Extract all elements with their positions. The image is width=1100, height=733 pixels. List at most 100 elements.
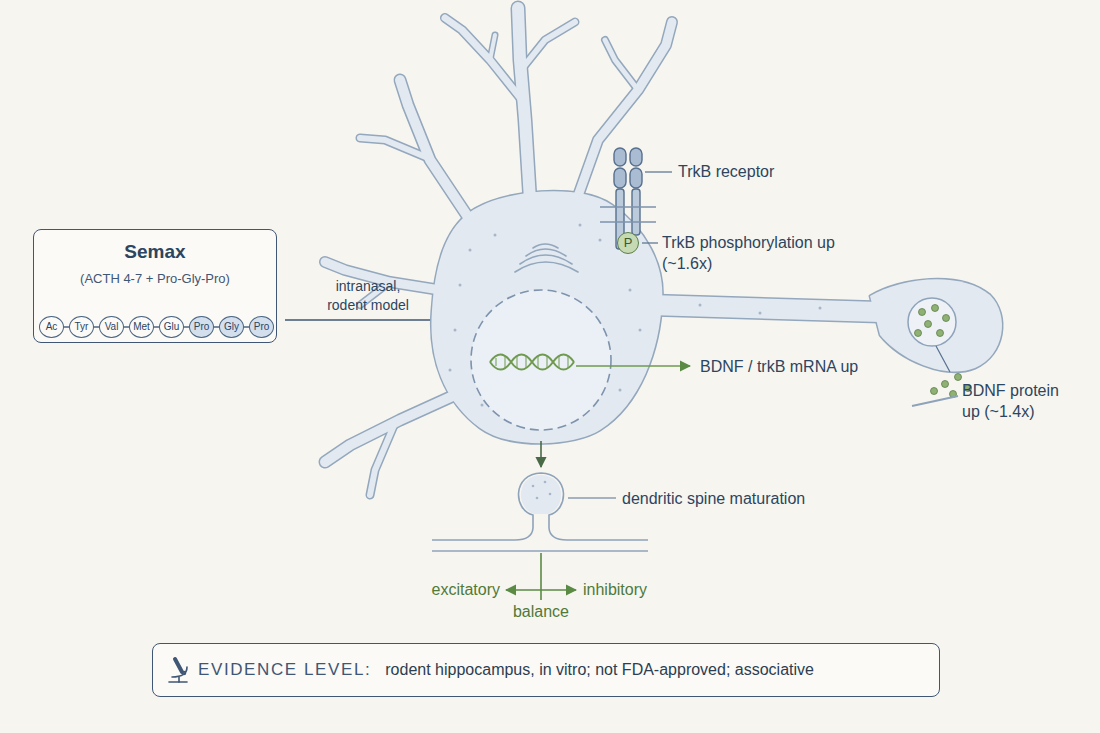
synaptic-membrane xyxy=(912,396,958,406)
node-heading: Glu xyxy=(164,321,180,333)
amino-acid-circle: Glu xyxy=(159,316,184,338)
released-bdnf xyxy=(942,381,949,388)
golgi-arc xyxy=(533,244,558,248)
dendrite xyxy=(490,35,495,60)
node-heading: Tyr xyxy=(75,321,89,333)
vesicle xyxy=(919,309,926,316)
axon xyxy=(650,305,880,312)
receptor-domain xyxy=(630,168,642,188)
dot xyxy=(819,307,822,310)
dna-strand xyxy=(490,355,574,370)
dot xyxy=(469,249,472,252)
node-heading: Gly xyxy=(224,321,239,333)
annotation-label: TrkB receptor xyxy=(678,161,774,182)
balance-stem xyxy=(540,553,542,600)
dendrite xyxy=(578,22,672,196)
leader-line xyxy=(936,346,950,372)
dendrite xyxy=(605,40,638,90)
leader-line xyxy=(642,242,658,243)
dot xyxy=(494,234,497,237)
amino-acid-circle: Gly xyxy=(219,316,244,338)
annotation-label: excitatory xyxy=(400,579,500,600)
node-heading: EVIDENCE LEVEL: xyxy=(198,660,371,680)
balance-arrow xyxy=(506,589,576,591)
node-text: rodent hippocampus, in vitro; not FDA-ap… xyxy=(385,661,814,679)
dendrite xyxy=(518,8,530,200)
dot xyxy=(759,312,762,315)
axon-terminal xyxy=(870,279,1002,371)
soma xyxy=(431,191,662,443)
dendrite xyxy=(445,18,522,100)
dendrite xyxy=(578,22,672,196)
dot xyxy=(549,493,552,496)
node-heading: P xyxy=(624,236,633,250)
dot xyxy=(544,481,547,484)
dna-strand xyxy=(490,355,574,370)
receptor-domain xyxy=(614,168,626,188)
dot xyxy=(639,329,642,332)
receptor-domain xyxy=(630,148,642,166)
node-heading: Val xyxy=(105,321,119,333)
vesicle xyxy=(937,330,944,337)
amino-acid-circle: Pro xyxy=(189,316,214,338)
annotation-label: balance xyxy=(491,601,591,622)
neuron-outline xyxy=(325,8,1002,495)
dna-rungs xyxy=(496,356,568,368)
dendrite xyxy=(605,40,638,90)
dot xyxy=(532,485,535,488)
pathway-arrow xyxy=(540,441,542,467)
dot xyxy=(619,389,622,392)
delivery-arrow xyxy=(285,319,446,321)
node-heading: Ac xyxy=(46,321,58,333)
leader-line xyxy=(568,497,616,498)
phosphate-circle: P xyxy=(617,232,639,254)
dendrite xyxy=(360,138,428,158)
node-text: (ACTH 4-7 + Pro-Gly-Pro) xyxy=(34,271,276,287)
node-heading: Semax xyxy=(34,240,276,264)
annotation-label: dendritic spine maturation xyxy=(622,488,805,509)
golgi-arc xyxy=(515,262,578,272)
axon-terminal xyxy=(870,279,1002,371)
dendrite xyxy=(445,18,522,100)
mrna-arrow xyxy=(576,365,690,367)
axon xyxy=(650,305,880,312)
node-heading: Pro xyxy=(194,321,210,333)
annotation-label: intranasal, rodent model xyxy=(318,277,418,315)
released-bdnf xyxy=(955,374,962,381)
annotation-label: inhibitory xyxy=(583,579,647,600)
node-heading: Met xyxy=(133,321,150,333)
vesicle-pool xyxy=(908,298,956,346)
leader-line xyxy=(645,171,672,172)
node-heading: Pro xyxy=(254,321,270,333)
receptor-stalk xyxy=(632,189,640,235)
spine-head xyxy=(521,475,561,514)
dendrite xyxy=(490,35,495,60)
amino-acid-circle: Pro xyxy=(249,316,274,338)
vesicle xyxy=(943,315,950,322)
golgi xyxy=(515,244,578,272)
dendrite xyxy=(370,423,395,495)
dot xyxy=(699,304,702,307)
annotation-label: BDNF / trkB mRNA up xyxy=(700,356,858,377)
annotation-label: TrkB phosphorylation up (~1.6x) xyxy=(662,232,837,274)
dot xyxy=(481,404,484,407)
cell-membrane xyxy=(600,207,656,222)
dendrite xyxy=(518,8,530,200)
vesicle xyxy=(932,305,939,312)
dendrite xyxy=(521,22,575,70)
amino-acid-circle: Val xyxy=(99,316,124,338)
amino-acid-circle: Ac xyxy=(39,316,64,338)
dot xyxy=(629,289,632,292)
dendrite-shaft xyxy=(432,550,648,552)
dot xyxy=(536,497,539,500)
annotation-label: BDNF protein up (~1.4x) xyxy=(962,380,1077,422)
soma xyxy=(431,191,662,443)
dot xyxy=(599,239,602,242)
nucleus xyxy=(471,290,611,430)
dendrite xyxy=(521,22,575,70)
dot xyxy=(579,224,582,227)
dot xyxy=(449,369,452,372)
